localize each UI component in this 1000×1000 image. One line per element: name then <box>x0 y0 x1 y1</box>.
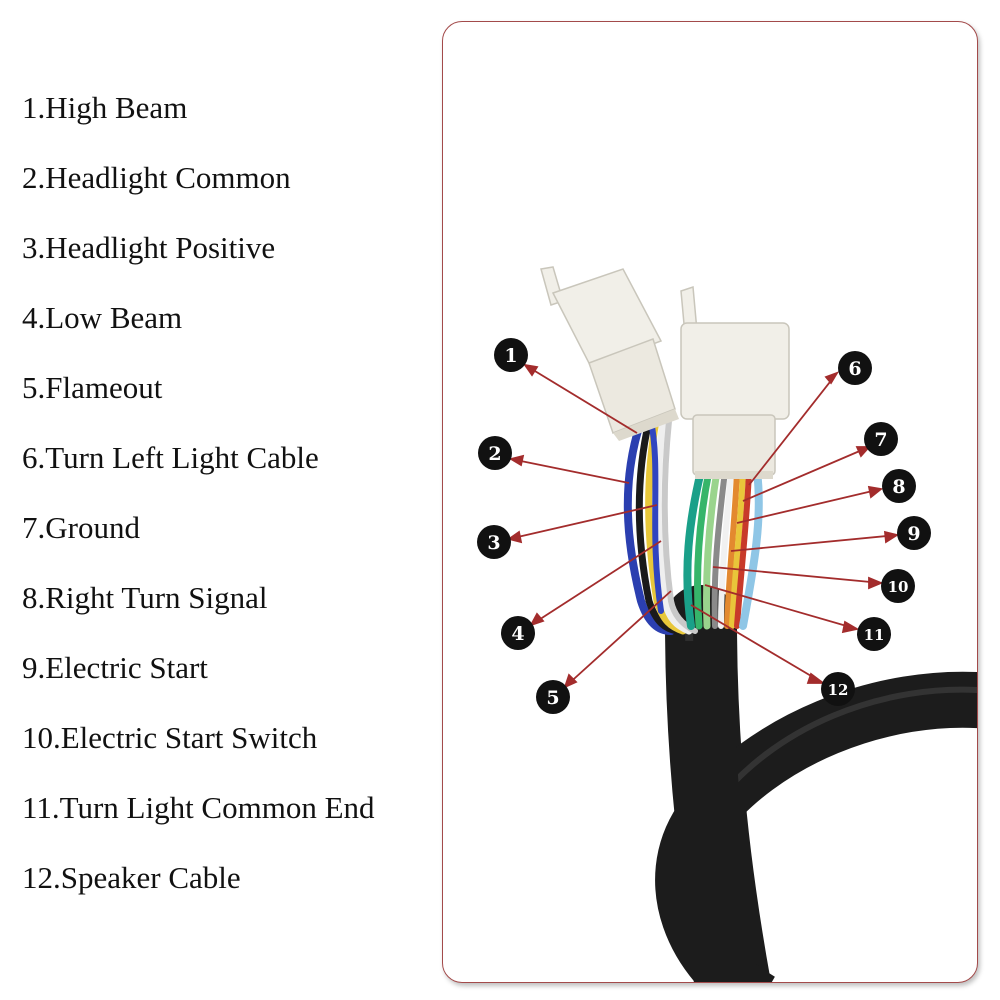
badge-7: 7 <box>864 422 898 456</box>
wiring-photo-panel: 1 2 3 4 5 6 7 8 9 10 11 12 <box>442 21 978 983</box>
svg-text:7: 7 <box>874 429 887 451</box>
badge-6: 6 <box>838 351 872 385</box>
svg-text:10: 10 <box>888 578 909 596</box>
badge-1: 1 <box>494 338 528 372</box>
number-badges: 1 2 3 4 5 6 7 8 9 10 11 12 <box>477 338 931 714</box>
legend-item: 8.Right Turn Signal <box>22 580 268 615</box>
svg-text:9: 9 <box>907 523 920 545</box>
badge-4: 4 <box>501 616 535 650</box>
svg-text:11: 11 <box>864 626 885 644</box>
badge-12: 12 <box>821 672 855 706</box>
left-wire-bundle <box>623 417 698 635</box>
badge-11: 11 <box>857 617 891 651</box>
badge-10: 10 <box>881 569 915 603</box>
svg-text:3: 3 <box>487 532 500 554</box>
legend-item: 10.Electric Start Switch <box>22 720 318 755</box>
legend-item: 3.Headlight Positive <box>22 230 276 265</box>
wiring-harness-illustration: 1 2 3 4 5 6 7 8 9 10 11 12 <box>477 266 977 982</box>
svg-text:2: 2 <box>488 443 501 465</box>
legend-item: 9.Electric Start <box>22 650 208 685</box>
svg-text:8: 8 <box>892 476 905 498</box>
legend-item: 4.Low Beam <box>22 300 183 335</box>
cable-coil-highlight <box>710 686 977 809</box>
legend-item: 11.Turn Light Common End <box>22 790 375 825</box>
legend-item: 2.Headlight Common <box>22 160 291 195</box>
left-connector <box>540 266 679 441</box>
legend-list: 1.High Beam 2.Headlight Common 3.Headlig… <box>22 86 442 926</box>
leader-lines <box>506 363 900 689</box>
legend-item: 12.Speaker Cable <box>22 860 241 895</box>
svg-text:4: 4 <box>511 623 524 645</box>
legend-item: 6.Turn Left Light Cable <box>22 440 319 475</box>
svg-text:1: 1 <box>504 345 517 367</box>
svg-text:12: 12 <box>828 681 849 699</box>
right-connector <box>680 285 790 479</box>
svg-text:5: 5 <box>546 687 559 709</box>
right-wire-bundle <box>683 467 763 630</box>
legend-item: 5.Flameout <box>22 370 163 405</box>
badge-9: 9 <box>897 516 931 550</box>
svg-text:6: 6 <box>848 358 861 380</box>
legend-item: 7.Ground <box>22 510 140 545</box>
cable-sheath-front <box>669 640 759 982</box>
badge-8: 8 <box>882 469 916 503</box>
badge-2: 2 <box>478 436 512 470</box>
badge-5: 5 <box>536 680 570 714</box>
legend-item: 1.High Beam <box>22 90 188 125</box>
badge-3: 3 <box>477 525 511 559</box>
